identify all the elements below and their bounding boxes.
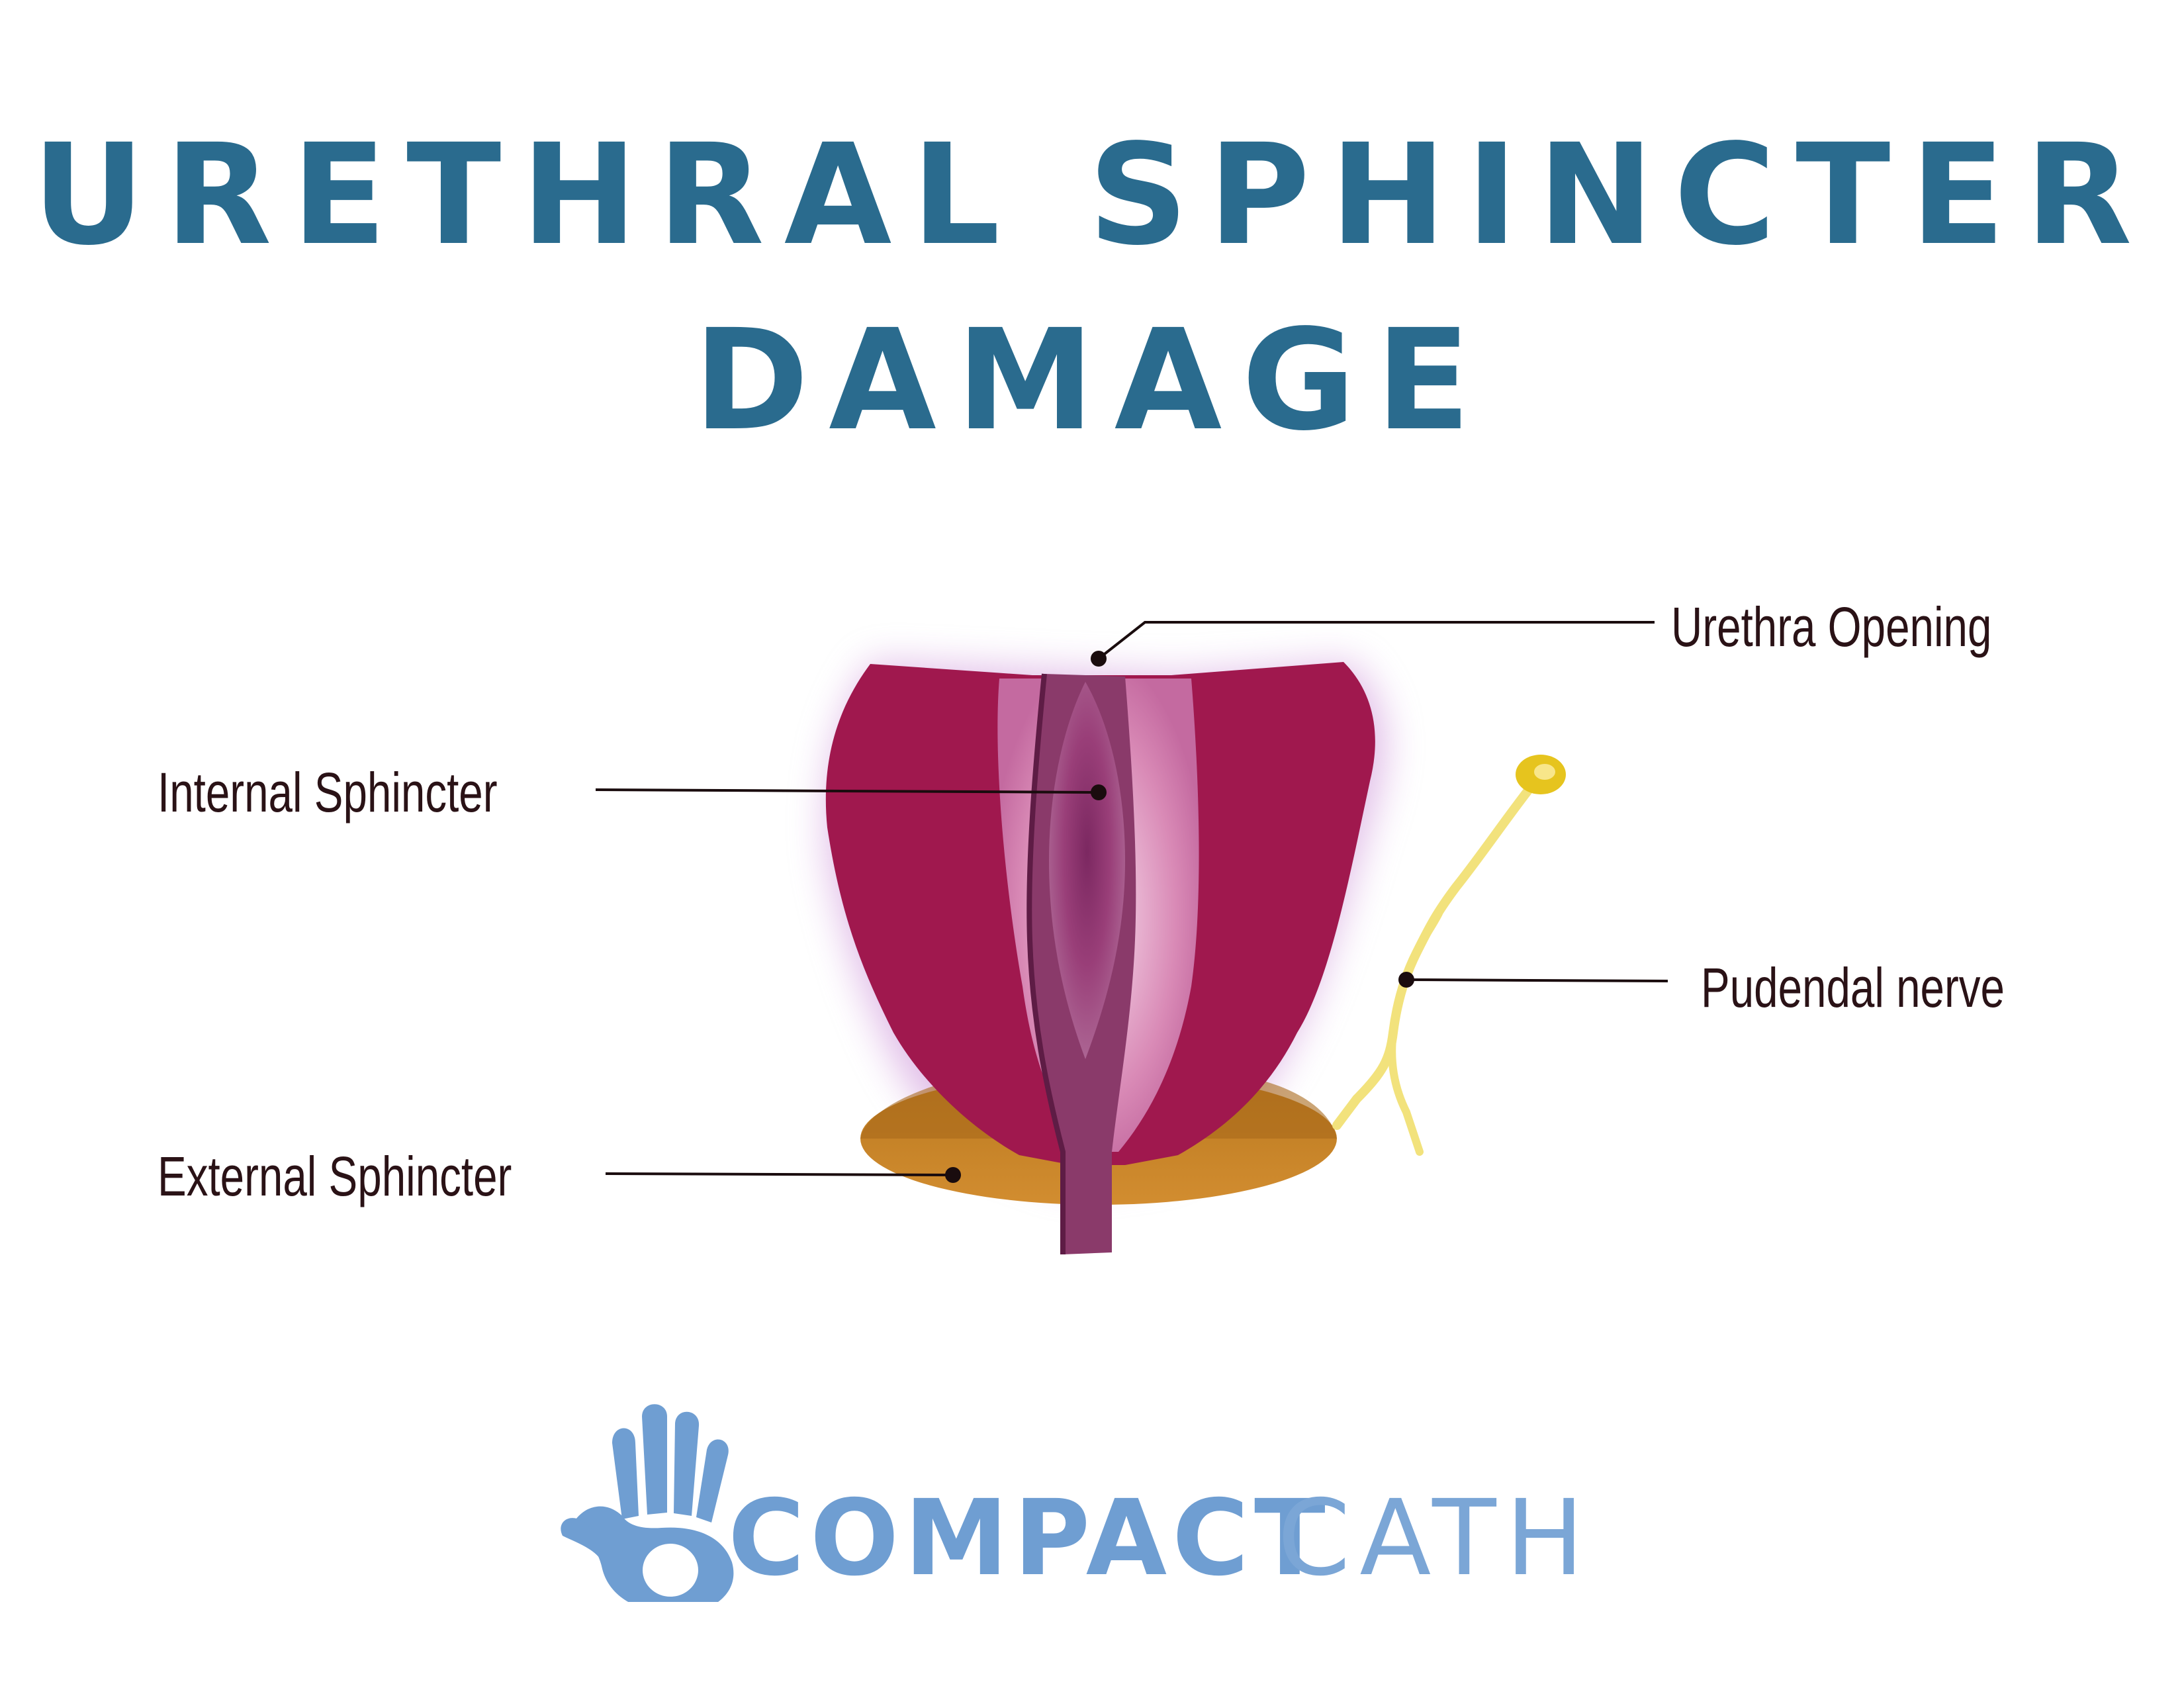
compactcath-logo (561, 1404, 734, 1602)
leader-external-sphincter (605, 1167, 961, 1183)
page-title-line-2: DAMAGE (693, 299, 1491, 461)
pudendal-nerve (1332, 755, 1566, 1156)
leader-pudendal-nerve (1398, 972, 1668, 988)
label-internal-sphincter: Internal Sphincter (158, 761, 498, 823)
leader-urethra-opening (1091, 621, 1655, 667)
label-urethra-opening: Urethra Opening (1671, 596, 1992, 658)
logo-word-cath: CATH (1277, 1477, 1594, 1599)
internal-sphincter (1049, 682, 1125, 1059)
logo-word-compact: COMPACT (728, 1477, 1331, 1599)
urethra-edge (1026, 673, 1066, 1254)
page-title-line-1: URETHRAL SPHINCTER (32, 114, 2152, 276)
hand-icon (561, 1404, 734, 1602)
label-pudendal-nerve: Pudendal nerve (1701, 957, 2005, 1019)
leader-internal-sphincter (595, 784, 1107, 800)
label-external-sphincter: External Sphincter (158, 1145, 512, 1207)
